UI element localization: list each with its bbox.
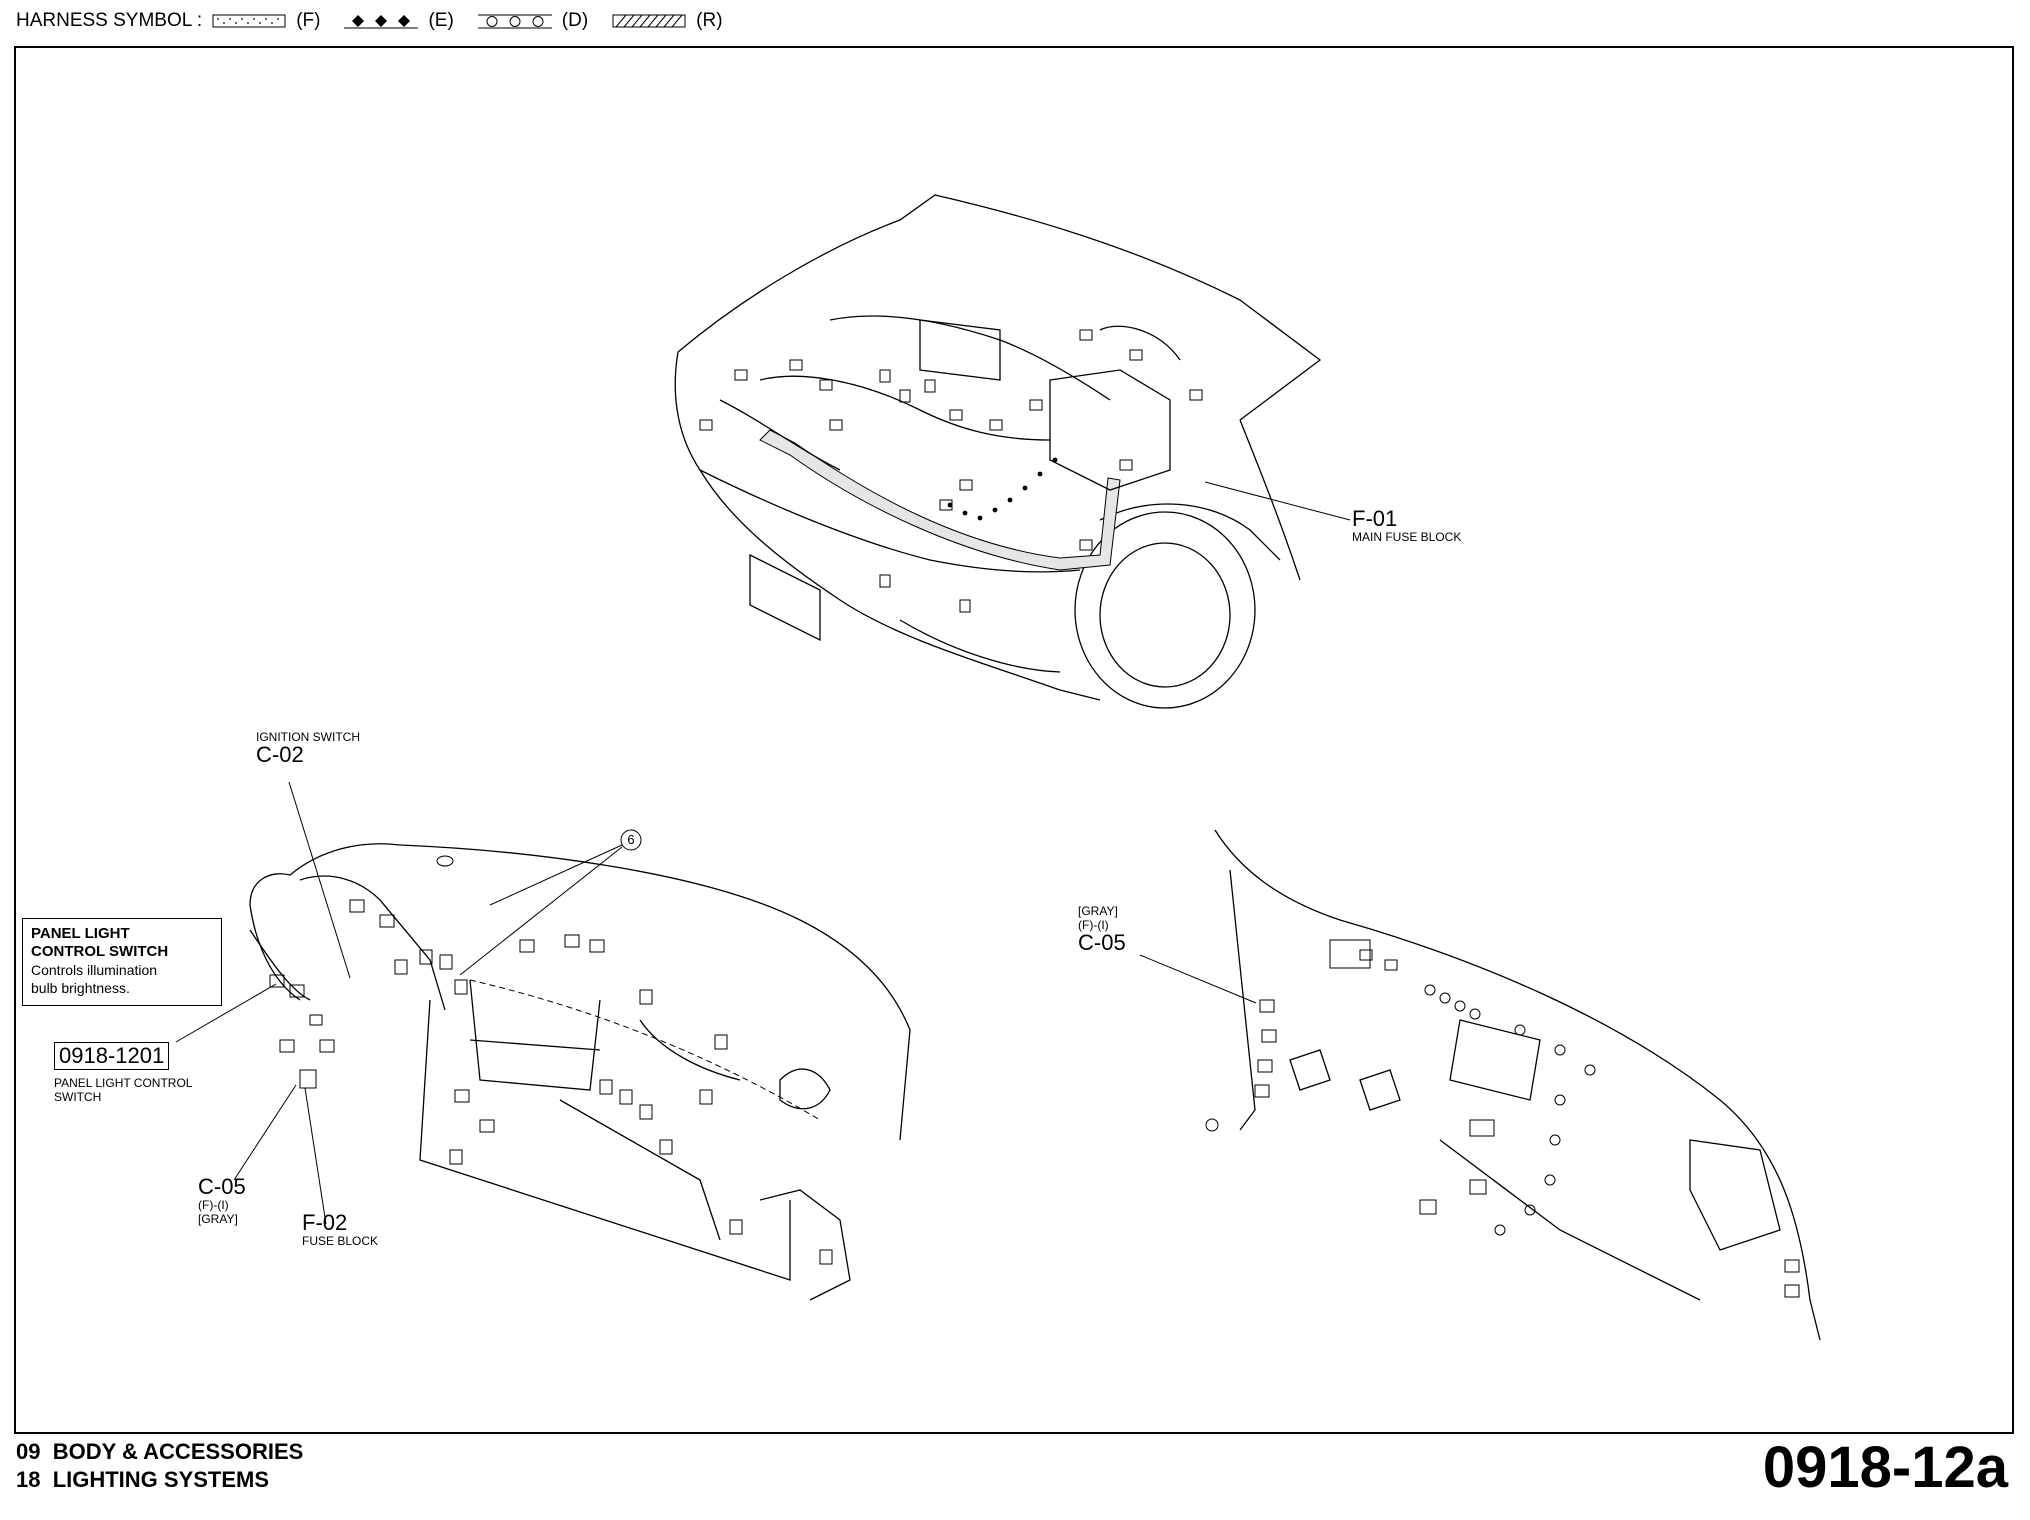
marker-6: 6 — [627, 832, 635, 847]
f02-label: F-02 FUSE BLOCK — [302, 1210, 379, 1249]
legend-code-f: (F) — [296, 10, 321, 31]
diagram-frame — [14, 46, 2014, 1434]
footer-line1: 09 BODY & ACCESSORIES — [16, 1439, 304, 1464]
ref-name-line2: SWITCH — [54, 1090, 102, 1104]
panel-box-desc-line1: Controls illumination — [31, 962, 158, 978]
footer-section: 09 BODY & ACCESSORIES 18 LIGHTING SYSTEM… — [16, 1438, 303, 1494]
legend-code-d: (D) — [561, 10, 589, 31]
c05-right-code: C-05 — [1078, 930, 1126, 955]
legend-title: HARNESS SYMBOL : — [16, 10, 203, 31]
page-number: 0918-12a — [1762, 1435, 2008, 1500]
c02-name: IGNITION SWITCH — [256, 730, 360, 744]
panel-light-control-box: PANEL LIGHT CONTROL SWITCH Controls illu… — [22, 918, 222, 1006]
f02-code: F-02 — [302, 1210, 348, 1235]
ref-code[interactable]: 0918-1201 — [54, 1042, 170, 1070]
panel-box-title-line1: PANEL LIGHT — [31, 925, 130, 942]
footer-line2: 18 LIGHTING SYSTEMS — [16, 1467, 270, 1492]
c05-right-label: [GRAY] (F)-(I) C-05 — [1078, 904, 1126, 954]
legend-diamond-swatch — [344, 13, 419, 29]
legend-code-r: (R) — [696, 10, 723, 31]
ref-0918-1201[interactable]: 0918-1201 PANEL LIGHT CONTROL SWITCH — [54, 1042, 192, 1104]
c05-right-sub1: [GRAY] — [1078, 904, 1118, 918]
right-dashboard-drawing — [1139, 829, 1821, 1341]
panel-box-desc-line2: bulb brightness. — [31, 980, 130, 996]
panel-box-title-line2: CONTROL SWITCH — [31, 943, 169, 960]
c05-left-label: C-05 (F)-(I) [GRAY] — [198, 1174, 246, 1227]
legend-hatch-swatch — [612, 13, 686, 29]
harness-legend: HARNESS SYMBOL : (F) (E) (D) (R) — [16, 10, 723, 32]
legend-code-e: (E) — [428, 10, 454, 31]
f01-label: F-01 MAIN FUSE BLOCK — [1352, 506, 1462, 545]
f01-name: MAIN FUSE BLOCK — [1352, 530, 1462, 544]
c02-label: IGNITION SWITCH C-02 — [256, 730, 360, 766]
engine-compartment-drawing — [674, 194, 1351, 709]
legend-dotted-swatch — [212, 13, 286, 29]
c02-code: C-02 — [256, 742, 304, 767]
f02-name: FUSE BLOCK — [302, 1234, 379, 1248]
c05-left-sub1: (F)-(I) — [198, 1198, 229, 1212]
c05-right-sub2: (F)-(I) — [1078, 918, 1109, 932]
f01-code: F-01 — [1352, 506, 1398, 531]
left-dashboard-drawing — [175, 781, 911, 1301]
ref-name-line1: PANEL LIGHT CONTROL — [54, 1076, 193, 1090]
legend-circle-swatch — [477, 13, 552, 29]
c05-left-code: C-05 — [198, 1174, 246, 1199]
c05-left-sub2: [GRAY] — [198, 1212, 238, 1226]
